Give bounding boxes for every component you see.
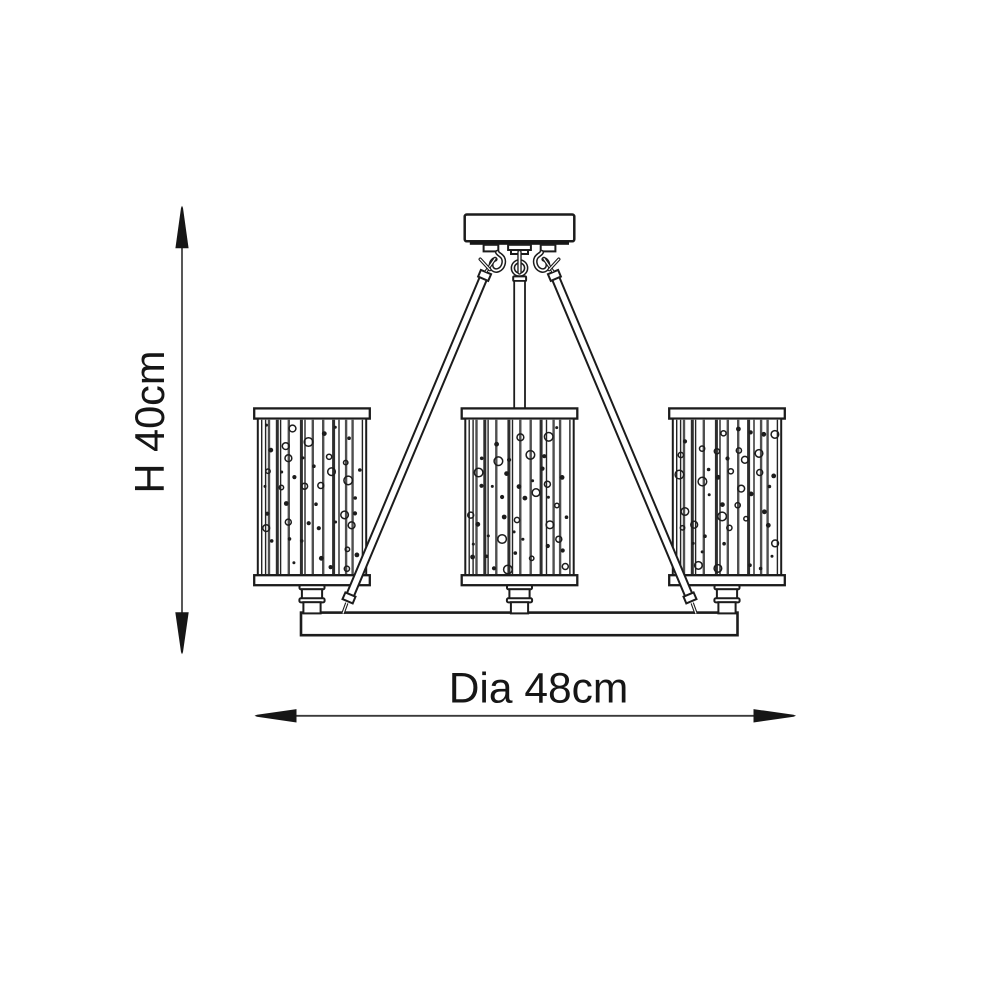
svg-text:H 40cm: H 40cm xyxy=(126,351,173,494)
svg-text:Dia 48cm: Dia 48cm xyxy=(449,666,629,713)
